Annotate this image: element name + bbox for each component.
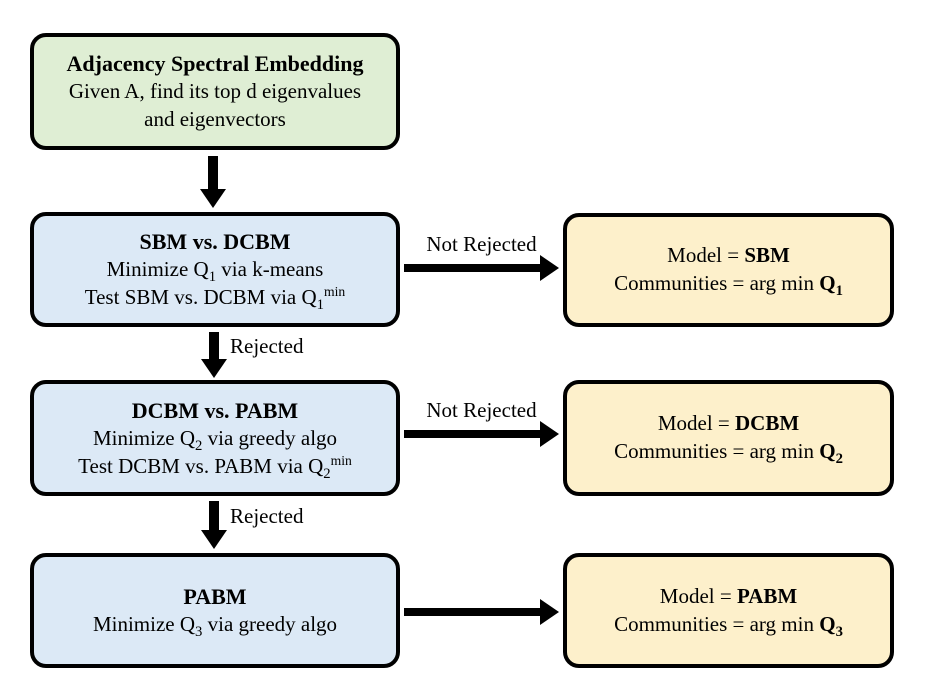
node-title: Adjacency Spectral Embedding bbox=[66, 51, 364, 77]
node-dcbm-vs-pabm: DCBM vs. PABM Minimize Q2 via greedy alg… bbox=[30, 380, 400, 496]
arrow-down-step1-to-step2 bbox=[201, 332, 227, 378]
arrow-shaft bbox=[404, 608, 542, 616]
arrow-head-icon bbox=[201, 359, 227, 378]
edge-label-not-rejected-1: Not Rejected bbox=[426, 232, 537, 256]
arrow-shaft bbox=[404, 264, 542, 272]
arrow-head-icon bbox=[540, 255, 559, 281]
node-title: PABM bbox=[183, 584, 247, 610]
arrow-down-ase-to-step1 bbox=[200, 156, 226, 208]
edge-label-rejected-1: Rejected bbox=[230, 334, 304, 358]
node-body: Minimize Q3 via greedy algo bbox=[92, 612, 338, 641]
node-adjacency-spectral-embedding: Adjacency Spectral Embedding Given A, fi… bbox=[30, 33, 400, 150]
node-title: SBM vs. DCBM bbox=[139, 229, 291, 255]
node-pabm: PABM Minimize Q3 via greedy algo bbox=[30, 553, 400, 668]
arrow-right-step3-to-result3 bbox=[404, 599, 559, 625]
arrow-head-icon bbox=[540, 421, 559, 447]
arrow-head-icon bbox=[201, 530, 227, 549]
arrow-down-step2-to-step3 bbox=[201, 501, 227, 549]
edge-label-not-rejected-2: Not Rejected bbox=[426, 398, 537, 422]
edge-label-rejected-2: Rejected bbox=[230, 504, 304, 528]
arrow-shaft bbox=[209, 332, 219, 361]
arrow-head-icon bbox=[200, 189, 226, 208]
arrow-shaft bbox=[209, 501, 219, 532]
arrow-shaft bbox=[208, 156, 218, 191]
arrow-right-step2-to-result2 bbox=[404, 421, 559, 447]
arrow-shaft bbox=[404, 430, 542, 438]
arrow-head-icon bbox=[540, 599, 559, 625]
arrow-right-step1-to-result1 bbox=[404, 255, 559, 281]
node-title: DCBM vs. PABM bbox=[131, 397, 299, 423]
